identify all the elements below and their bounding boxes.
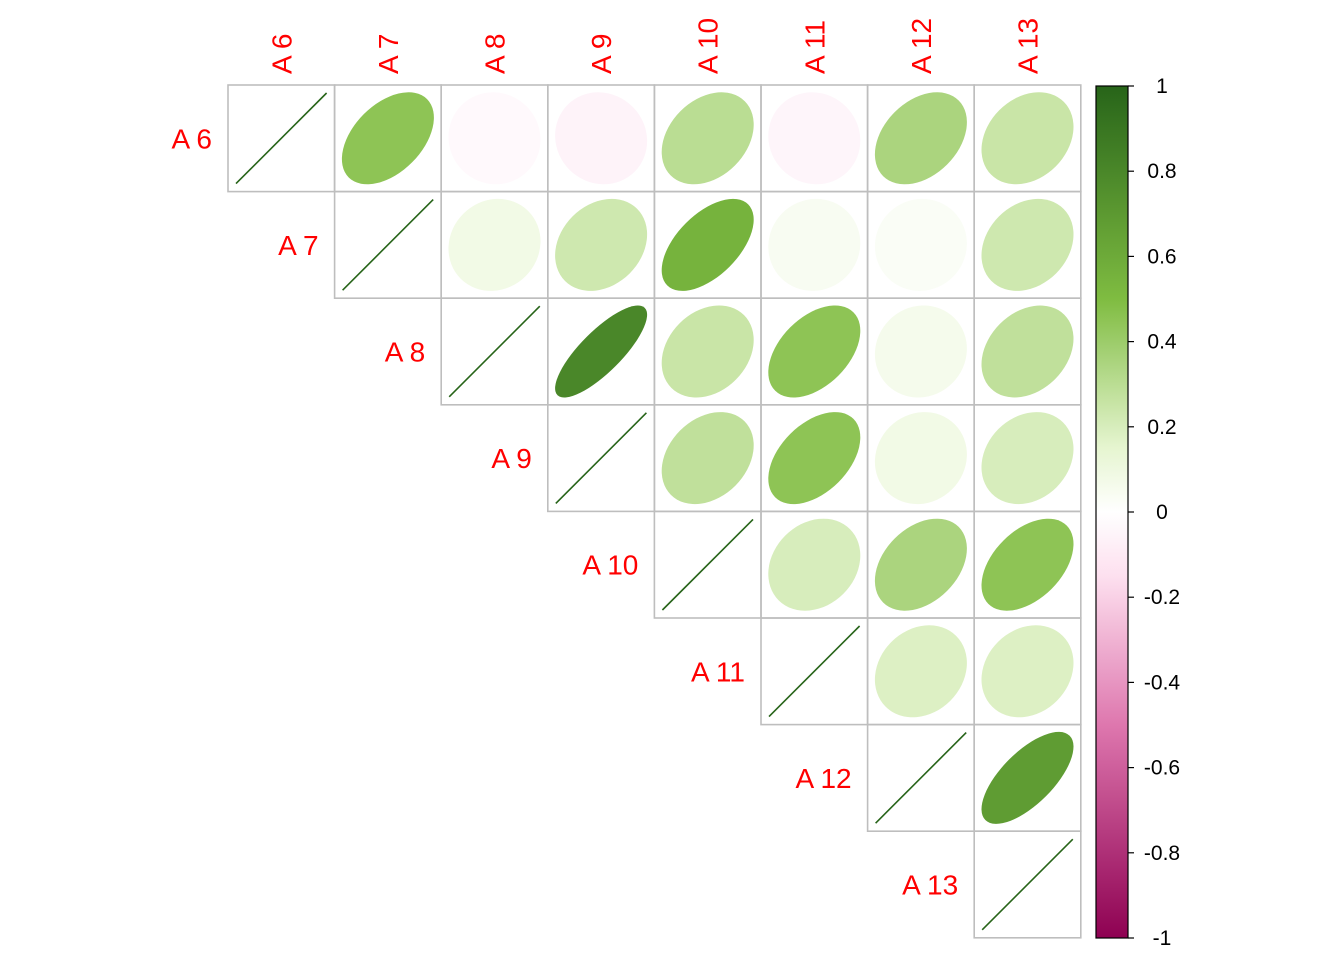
colorbar-tick-label: -0.6: [1144, 757, 1180, 780]
colorbar: 1 0.8 0.6 0.4 0.2 0 -0.2 -0.4 -0.6 -0.8 -1: [1095, 75, 1181, 950]
corr-ellipse-a7-a11: [768, 198, 861, 291]
colorbar-tick-label: 0.2: [1147, 416, 1176, 439]
corr-ellipse-a8-a13: [981, 305, 1074, 398]
corr-ellipse-a6-a10: [661, 92, 754, 185]
corr-ellipse-a7-a8: [448, 198, 541, 291]
column-label-a8: A 8: [480, 34, 511, 74]
corr-ellipse-a8-a9: [555, 305, 648, 398]
diagonal-mark-a8: [448, 305, 541, 398]
diagonal-mark-a6: [235, 92, 328, 185]
corr-ellipse-a8-a11: [768, 305, 861, 398]
colorbar-tick-label: 0: [1156, 501, 1168, 524]
corr-ellipse-a8-a10: [661, 305, 754, 398]
row-labels: A 6 A 7 A 8 A 9 A 10 A 11 A 12 A 13: [172, 123, 959, 900]
corr-ellipse-a6-a12: [874, 92, 967, 185]
corr-ellipse-a7-a13: [981, 198, 1074, 291]
corr-ellipse-a7-a10: [661, 198, 754, 291]
colorbar-tick-label: -1: [1153, 927, 1172, 950]
row-label-a9: A 9: [491, 443, 531, 474]
row-label-a13: A 13: [902, 870, 958, 901]
diagonal-mark-a12: [875, 732, 967, 824]
corr-ellipse-a10-a12: [874, 518, 967, 611]
diagonal-mark-a7: [342, 199, 434, 291]
corr-ellipse-a6-a13: [981, 92, 1074, 185]
corr-ellipse-a12-a13: [981, 731, 1074, 824]
cell-grid: [227, 84, 1082, 939]
corr-ellipse-a8-a12: [874, 305, 967, 398]
diagonal-mark-a11: [768, 625, 861, 718]
row-label-a10: A 10: [582, 550, 638, 581]
column-label-a10: A 10: [693, 18, 724, 74]
corr-ellipse-a6-a9: [555, 92, 648, 185]
corr-ellipse-a7-a9: [555, 198, 648, 291]
column-label-a11: A 11: [799, 20, 830, 74]
corr-ellipse-a6-a7: [341, 92, 434, 185]
corr-ellipse-a10-a11: [768, 518, 861, 611]
cell-a13-a13: [973, 830, 1082, 939]
colorbar-tick-label: -0.2: [1144, 586, 1180, 609]
colorbar-tick-label: 1: [1156, 75, 1168, 98]
corr-ellipse-a9-a12: [874, 412, 967, 505]
diagonal-mark-a9: [555, 412, 647, 504]
corr-ellipse-a11-a13: [981, 625, 1074, 718]
row-label-a12: A 12: [796, 763, 852, 794]
corr-ellipse-a7-a12: [874, 198, 967, 291]
column-label-a13: A 13: [1013, 18, 1044, 74]
corr-ellipse-a9-a13: [981, 412, 1074, 505]
diagonal-mark-a10: [661, 518, 754, 611]
column-labels: A 6 A 7 A 8 A 9 A 10 A 11 A 12 A 13: [266, 18, 1043, 74]
colorbar-tick-label: -0.4: [1144, 671, 1181, 694]
corr-ellipse-a9-a10: [661, 412, 754, 505]
corr-ellipse-a6-a11: [768, 92, 861, 185]
column-label-a12: A 12: [906, 18, 937, 74]
row-label-a8: A 8: [385, 337, 425, 368]
colorbar-tick-label: -0.8: [1144, 842, 1180, 865]
corr-ellipse-a9-a11: [768, 412, 861, 505]
colorbar-tick-label: 0.4: [1147, 331, 1177, 354]
column-label-a9: A 9: [586, 34, 617, 74]
column-label-a6: A 6: [266, 34, 297, 74]
row-label-a7: A 7: [278, 230, 318, 261]
colorbar-gradient: [1095, 85, 1129, 939]
diagonal-mark-a13: [981, 838, 1074, 931]
corr-ellipse-a10-a13: [981, 518, 1074, 611]
column-label-a7: A 7: [373, 34, 404, 74]
corr-ellipse-a6-a8: [448, 92, 541, 185]
row-label-a11: A 11: [691, 656, 745, 687]
colorbar-tick-label: 0.8: [1147, 160, 1176, 183]
corr-ellipse-a11-a12: [874, 625, 967, 718]
row-label-a6: A 6: [172, 123, 212, 154]
colorbar-tick-label: 0.6: [1147, 245, 1176, 268]
